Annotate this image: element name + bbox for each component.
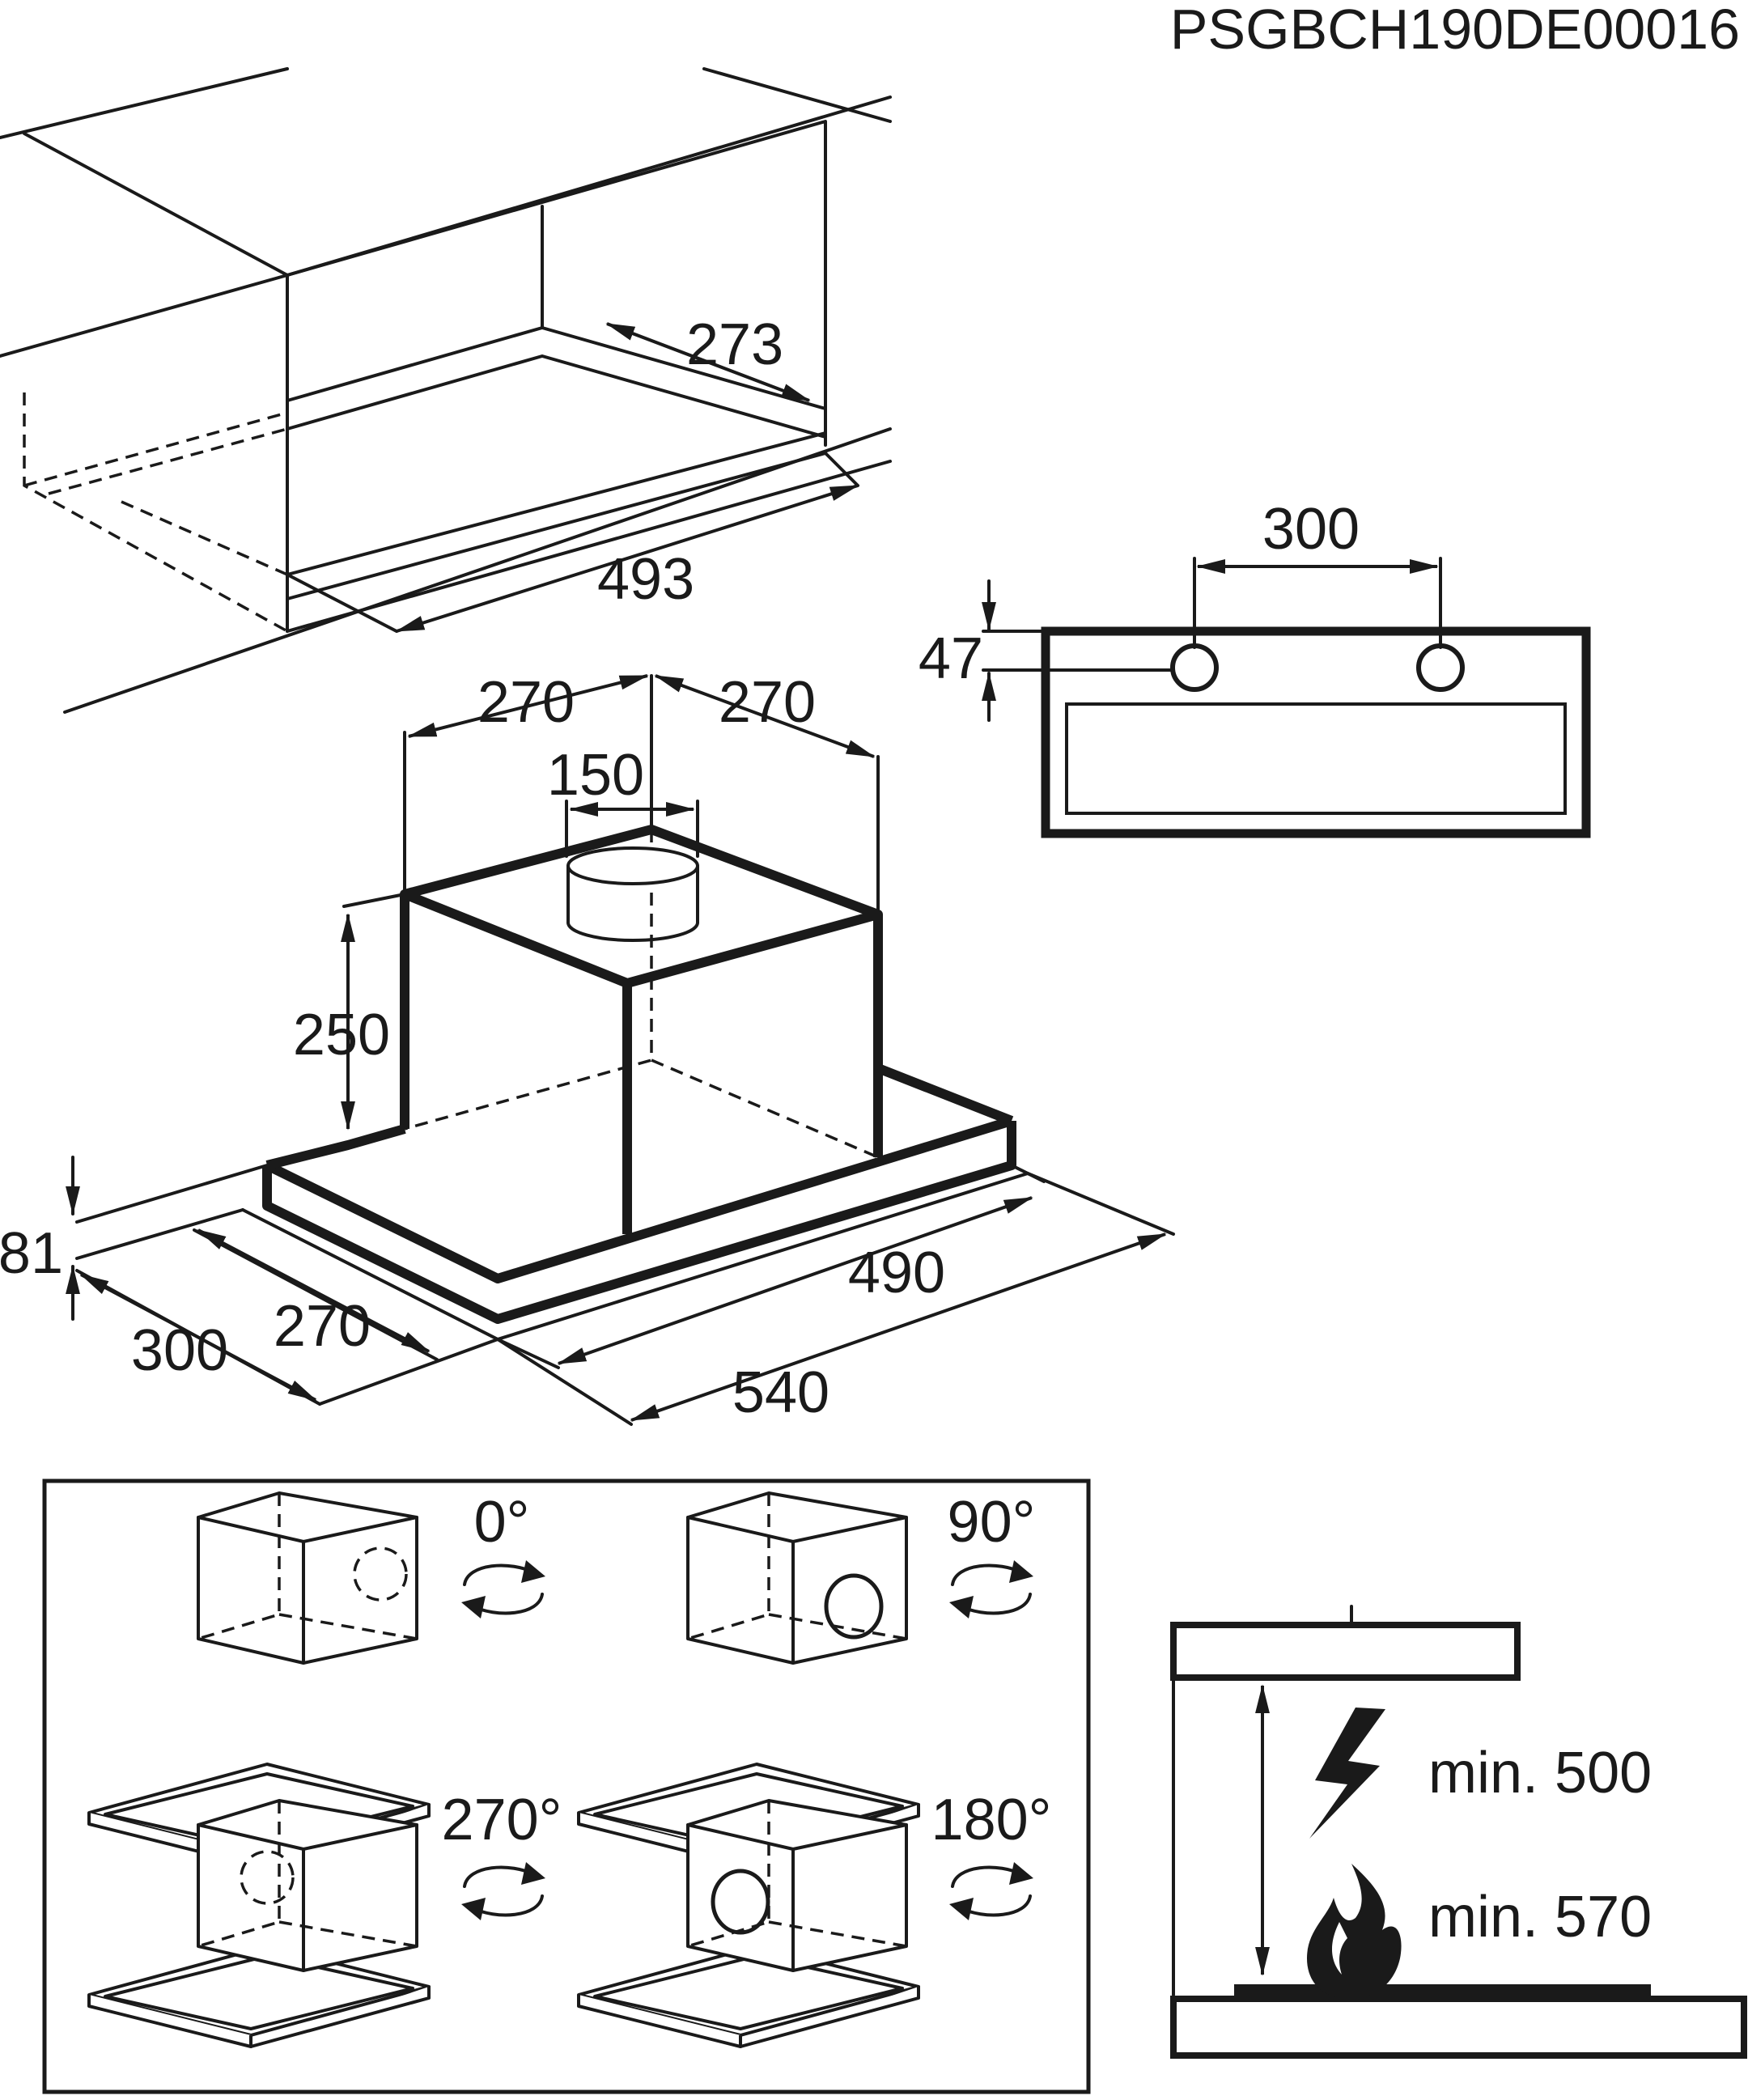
lightning-icon <box>1309 1708 1385 1839</box>
right-offset-label: 270 <box>719 670 816 735</box>
inner-width-label: 490 <box>848 1241 945 1305</box>
gas-clearance-label: min. 570 <box>1428 1885 1652 1949</box>
front-panel-view <box>982 557 1591 838</box>
rotation-0-label: 0° <box>474 1490 530 1555</box>
rotation-270-cube <box>197 1799 418 1972</box>
duct-diameter-label: 150 <box>547 743 644 808</box>
rotation-270-label: 270° <box>442 1788 562 1852</box>
motor-height-label: 250 <box>293 1003 390 1067</box>
cabinet-width-label: 493 <box>597 547 694 612</box>
hood-view <box>66 674 1175 1426</box>
outer-depth-label: 300 <box>131 1318 228 1383</box>
rotation-180-label: 180° <box>931 1788 1052 1852</box>
rotation-90-cube <box>686 1491 908 1665</box>
mount-hole-right <box>1416 643 1465 692</box>
clearance-view <box>1170 1605 1747 2059</box>
rotation-0-cube <box>197 1491 418 1665</box>
document-code: PSGBCH190DE00016 <box>1170 0 1740 61</box>
cabinet-depth-label: 273 <box>686 312 783 377</box>
hole-spacing-label: 300 <box>1262 497 1360 562</box>
mount-hole-left <box>1170 643 1219 692</box>
flame-icon <box>1307 1864 1402 1999</box>
inner-depth-label: 270 <box>274 1294 371 1359</box>
hole-height-label: 47 <box>919 626 983 691</box>
cabinet-view <box>0 67 892 714</box>
front-height-label: 81 <box>0 1221 63 1286</box>
outer-width-label: 540 <box>732 1360 829 1425</box>
rotation-90-label: 90° <box>948 1490 1036 1555</box>
rotation-180-cube <box>686 1799 908 1972</box>
electric-clearance-label: min. 500 <box>1428 1741 1652 1805</box>
left-offset-label: 270 <box>477 670 575 735</box>
